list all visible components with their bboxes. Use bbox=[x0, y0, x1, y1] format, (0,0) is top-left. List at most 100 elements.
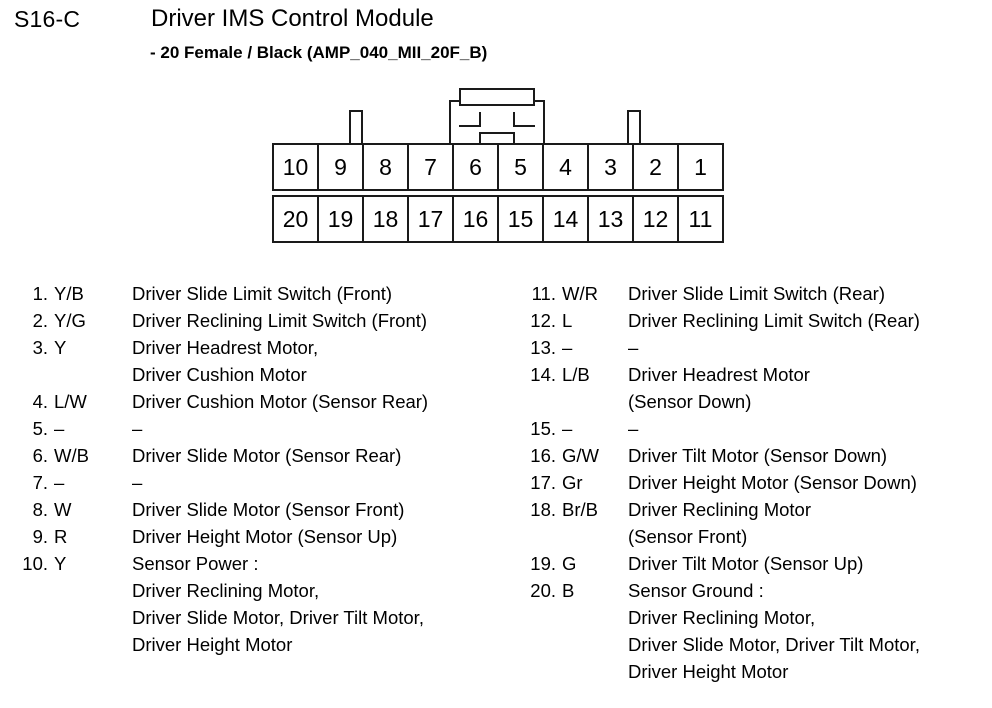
pin-number: 19. bbox=[530, 553, 556, 574]
pin-wire-color: Y bbox=[54, 553, 67, 574]
pin-description-line: Sensor Power : bbox=[132, 553, 259, 574]
connector-pin-2: 2 bbox=[634, 145, 679, 189]
connector-pin-18: 18 bbox=[364, 197, 409, 241]
pin-number: 3. bbox=[32, 337, 48, 358]
pin-description-line: Driver Headrest Motor bbox=[628, 364, 810, 385]
pin-label: 8.W bbox=[14, 496, 132, 523]
pin-entry: 15.–– bbox=[514, 415, 992, 442]
connector-pin-8: 8 bbox=[364, 145, 409, 189]
pin-entry: 20. B Sensor Ground : Driver Reclining Moto… bbox=[514, 577, 992, 685]
pin-number: 4. bbox=[32, 391, 48, 412]
connector-pin-13: 13 bbox=[589, 197, 634, 241]
pin-wire-color: L bbox=[562, 310, 573, 331]
pin-description-line: Driver Reclining Motor, bbox=[132, 580, 320, 601]
connector-pin-1: 1 bbox=[694, 153, 707, 180]
pin-label: 6.W/B bbox=[14, 442, 132, 469]
pin-description-line: Driver Slide Motor, Driver Tilt Motor, bbox=[628, 634, 920, 655]
latch-notch-left-shape bbox=[459, 112, 481, 127]
pin-wire-color: R bbox=[54, 526, 68, 547]
pin-label: 13.– bbox=[514, 334, 628, 361]
pin-entry: 4. L/W Driver Cushion Motor (Sensor Rear) bbox=[14, 388, 504, 415]
pin-description: Driver Tilt Motor (Sensor Down) bbox=[628, 442, 992, 469]
connector-pin-10: 10 bbox=[274, 145, 319, 189]
pin-label: 18.Br/B bbox=[514, 496, 628, 523]
pin-number: 20. bbox=[530, 580, 556, 601]
pin-number: 10. bbox=[22, 553, 48, 574]
connector-pin-16: 16 bbox=[454, 197, 499, 241]
pin-description-line: Driver Tilt Motor (Sensor Down) bbox=[628, 445, 888, 466]
pin-wire-color: – bbox=[562, 337, 573, 358]
pin-wire-color: L/W bbox=[54, 391, 87, 412]
connector-pin-12: 12 bbox=[634, 197, 679, 241]
pin-description: Driver Reclining Limit Switch (Rear) bbox=[628, 307, 992, 334]
pin-wire-color: W bbox=[54, 499, 72, 520]
pin-number: 14. bbox=[530, 364, 556, 385]
pin-label: 11.W/R bbox=[514, 280, 628, 307]
pin-entry: 12. L Driver Reclining Limit Switch (Rear) bbox=[514, 307, 992, 334]
pin-number: 12. bbox=[530, 310, 556, 331]
page-title: Driver IMS Control Module bbox=[151, 5, 434, 32]
connector-pin-9: 9 bbox=[319, 145, 364, 189]
pin-wire-color: Br/B bbox=[562, 499, 598, 520]
pin-description: – bbox=[132, 469, 504, 496]
connector-pin-4: 4 bbox=[544, 145, 589, 189]
pin-label: 2.Y/G bbox=[14, 307, 132, 334]
pin-description: Driver Headrest Motor(Sensor Down) bbox=[628, 361, 992, 415]
pin-wire-color: W/R bbox=[562, 283, 598, 304]
pin-number: 9. bbox=[32, 526, 48, 547]
pin-number: 17. bbox=[530, 472, 556, 493]
connector-pin-14: 14 bbox=[544, 197, 589, 241]
pin-description: Driver Reclining Motor(Sensor Front) bbox=[628, 496, 992, 550]
pin-label: 3.Y bbox=[14, 334, 132, 361]
pin-description: Sensor Power : Driver Reclining Motor, Dri… bbox=[132, 550, 504, 658]
connector-pin-3: 3 bbox=[589, 145, 634, 189]
pin-description: Driver Slide Limit Switch (Rear) bbox=[628, 280, 992, 307]
pin-description-line: – bbox=[628, 337, 639, 358]
pin-entry: 13.–– bbox=[514, 334, 992, 361]
connector-tab-left bbox=[349, 110, 363, 144]
connector-spec: - 20 Female / Black (AMP_040_MII_20F_B) bbox=[150, 43, 488, 62]
pin-description: Sensor Ground : Driver Reclining Motor, Dr… bbox=[628, 577, 992, 685]
pin-number: 7. bbox=[32, 472, 48, 493]
pin-description-line: Driver Slide Limit Switch (Rear) bbox=[628, 283, 885, 304]
pin-wire-color: B bbox=[562, 580, 575, 601]
pin-number: 6. bbox=[32, 445, 48, 466]
pin-description: Driver Tilt Motor (Sensor Up) bbox=[628, 550, 992, 577]
pin-description-line: Driver Slide Motor (Sensor Rear) bbox=[132, 445, 402, 466]
pin-description-line: Driver Tilt Motor (Sensor Up) bbox=[628, 553, 864, 574]
pin-description: – bbox=[628, 415, 992, 442]
connector-pin-5: 5 bbox=[499, 145, 544, 189]
pin-description: Driver Cushion Motor (Sensor Rear) bbox=[132, 388, 504, 415]
pin-description-line: Driver Cushion Motor bbox=[132, 364, 307, 385]
pin-description-line: Driver Reclining Limit Switch (Rear) bbox=[628, 310, 920, 331]
pin-wire-color: G/W bbox=[562, 445, 599, 466]
pin-number: 15. bbox=[530, 418, 556, 439]
pin-entry: 5.–– bbox=[14, 415, 504, 442]
connector-pin-19: 19 bbox=[319, 197, 364, 241]
pin-wire-color: – bbox=[54, 418, 65, 439]
pin-description-line: Driver Reclining Motor bbox=[628, 499, 811, 520]
connector-latch bbox=[449, 88, 545, 146]
pin-entry: 7.–– bbox=[14, 469, 504, 496]
pin-wire-color: – bbox=[54, 472, 65, 493]
pin-description: Driver Headrest Motor,Driver Cushion Mot… bbox=[132, 334, 504, 388]
pin-description: Driver Slide Motor (Sensor Rear) bbox=[132, 442, 504, 469]
pin-label: 17.Gr bbox=[514, 469, 628, 496]
latch-center-block-shape bbox=[479, 132, 515, 146]
pin-description-line: Driver Height Motor bbox=[132, 634, 293, 655]
pin-label: 16.G/W bbox=[514, 442, 628, 469]
pin-description-line: Driver Cushion Motor (Sensor Rear) bbox=[132, 391, 429, 412]
pin-description-line: Driver Reclining Motor, bbox=[628, 607, 816, 628]
pin-description-line: Sensor Ground : bbox=[628, 580, 764, 601]
pin-description: – bbox=[628, 334, 992, 361]
